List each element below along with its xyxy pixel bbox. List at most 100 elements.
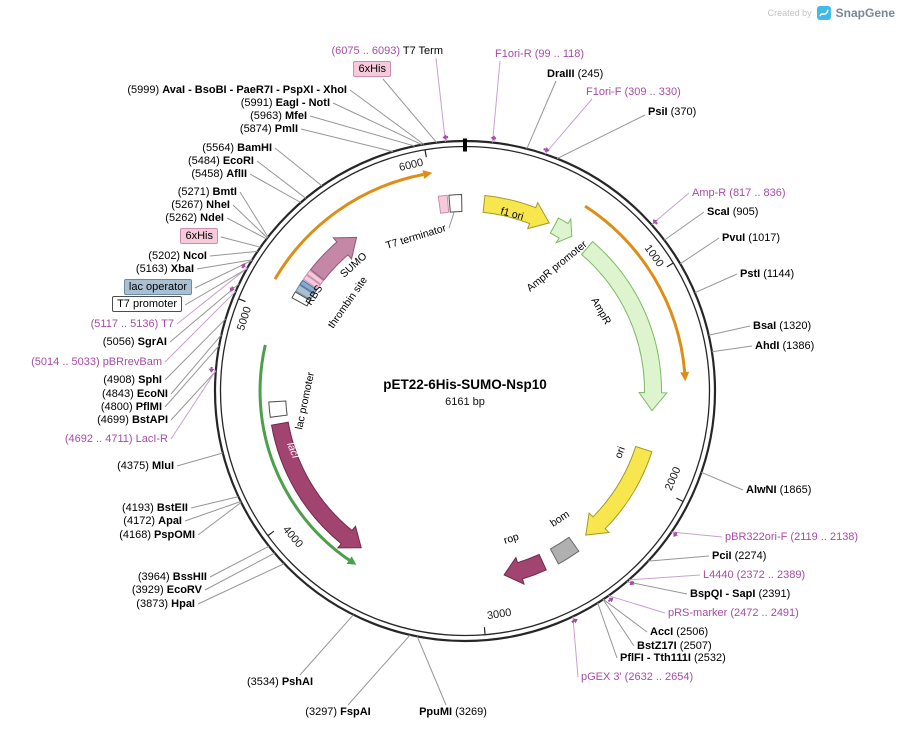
label-part: (3297): [305, 706, 341, 718]
connector-lines-layer: [164, 57, 753, 706]
connector-f1ori-r-label: [492, 60, 501, 143]
label-part: PspOMI: [154, 529, 195, 541]
connector-bsai: [708, 325, 751, 336]
label-part: Amp-R (817 .. 836): [692, 187, 786, 199]
label-part: (5117 .. 5136) T7: [90, 318, 174, 330]
feature-lac-operator: [295, 284, 315, 301]
tick-3000: [483, 627, 486, 635]
label-ahdi: AhdI (1386): [755, 339, 814, 353]
connector-mlui: [176, 452, 223, 467]
label-sphi: (4908) SphI: [103, 373, 162, 387]
label-his-n-label: 6xHis: [180, 228, 218, 244]
feature-bom: [549, 536, 580, 565]
connector-econi: [170, 334, 222, 395]
label-part: (3534): [246, 676, 282, 688]
connector-bsteii: [190, 496, 239, 509]
label-part: (4692 .. 4711) LacI-R: [64, 433, 168, 445]
connector-mfei: [309, 115, 416, 147]
feature-t7-terminator: [448, 193, 463, 213]
label-part: PshAI: [281, 676, 314, 688]
label-part: (4908): [103, 374, 139, 386]
connector-l4440-label: [628, 574, 701, 581]
label-part: (1386): [779, 340, 815, 352]
label-pcii: PciI (2274): [712, 549, 766, 563]
map-text-t7-terminator: T7 terminator: [384, 222, 448, 252]
label-bstz17i: BstZ17I (2507): [637, 639, 712, 653]
label-part: (4699): [97, 414, 132, 426]
label-hpai: (3873) HpaI: [136, 597, 195, 611]
primer-mark-prs-marker: [607, 599, 611, 603]
connector-ahdi: [711, 345, 753, 353]
label-bspqi-sapi: BspQI - SapI (2391): [690, 587, 790, 601]
label-part: NdeI: [200, 212, 224, 224]
connector-nhei: [232, 204, 268, 239]
label-part: (3269): [452, 706, 487, 718]
map-text-ori: ori: [613, 445, 628, 460]
map-text-bom: bom: [548, 508, 572, 529]
label-bmti: (5271) BmtI: [178, 185, 237, 199]
connector-ecori: [256, 160, 307, 199]
connector-pgex-3-label: [572, 616, 579, 678]
label-part: (5999): [127, 84, 163, 96]
label-pflmi: (4800) PflMI: [101, 400, 162, 414]
label-ndei: (5262) NdeI: [165, 211, 224, 225]
label-part: (1144): [760, 268, 795, 280]
label-t7-primer-label: (5117 .. 5136) T7: [91, 317, 174, 331]
label-xbai: (5163) XbaI: [136, 262, 194, 276]
label-part: (1320): [776, 320, 812, 332]
watermark-brand: SnapGene: [835, 6, 895, 20]
label-xhoi-group: (5999) AvaI - BsoBI - PaeR7I - PspXI - X…: [127, 83, 347, 97]
label-part: (370): [667, 106, 697, 118]
label-eagi-noti: (5991) EagI - NotI: [241, 96, 330, 110]
label-apai: (4172) ApaI: [123, 514, 182, 528]
label-acci: AccI (2506): [650, 625, 708, 639]
primer-arrowhead-pbrrevbam: [229, 287, 235, 292]
label-fspai: (3297) FspAI: [305, 705, 370, 719]
connector-pflmi: [164, 345, 220, 408]
label-t7-promoter-label: T7 promoter: [112, 296, 182, 312]
label-part: PmlI: [274, 123, 298, 135]
tick-2000: [676, 497, 684, 503]
label-part: ApaI: [158, 515, 182, 527]
label-ppumi: PpuMI (3269): [419, 705, 487, 719]
connector-f1ori-f-label: [544, 98, 593, 155]
label-draiii: DraIII (245): [547, 67, 603, 81]
label-his-c-label: 6xHis: [353, 61, 391, 77]
snapgene-watermark: Created by SnapGene: [768, 6, 895, 20]
orf-arc-expression-cassette: [273, 173, 424, 280]
label-part: (4375): [117, 460, 152, 472]
feature-his-c: [437, 194, 450, 214]
feature-his-n: [302, 274, 321, 290]
label-part: BspQI - SapI: [690, 588, 756, 600]
label-lac-operator-label: lac operator: [123, 279, 192, 295]
label-part: PflMI: [135, 401, 162, 413]
label-part: T7 Term: [402, 45, 443, 57]
primer-marks-layer: [208, 134, 679, 624]
label-psii: PsiI (370): [648, 105, 696, 119]
label-part: MfeI: [285, 110, 307, 122]
label-part: NheI: [206, 199, 230, 211]
connector-xhoi-group: [349, 89, 425, 145]
label-part: (5014 .. 5033) pBRrevBam: [31, 356, 162, 368]
connector-pvui: [679, 237, 720, 265]
label-part: DraIII: [547, 68, 575, 80]
connector-sgrai: [169, 283, 240, 343]
connector-pbr322ori-f-label: [671, 531, 723, 538]
label-part: (5458): [191, 168, 227, 180]
label-part: (5056): [102, 336, 138, 348]
feature-rop: [503, 553, 547, 586]
label-part: AccI: [650, 626, 674, 638]
snapgene-logo-glyph: [819, 9, 829, 17]
feature-t7-promoter: [291, 291, 311, 307]
label-part: 6xHis: [358, 63, 386, 75]
feature-laci: [270, 421, 362, 549]
label-part: PsiI: [648, 106, 668, 118]
label-mfei: (5963) MfeI: [250, 109, 307, 123]
primer-arrowhead-f1ori-r: [490, 135, 495, 141]
connector-hpai: [197, 563, 285, 605]
label-pgex-3-label: pGEX 3' (2632 .. 2654): [581, 670, 693, 684]
label-part: EcoRV: [166, 584, 202, 596]
connector-bstz17i: [602, 599, 635, 647]
